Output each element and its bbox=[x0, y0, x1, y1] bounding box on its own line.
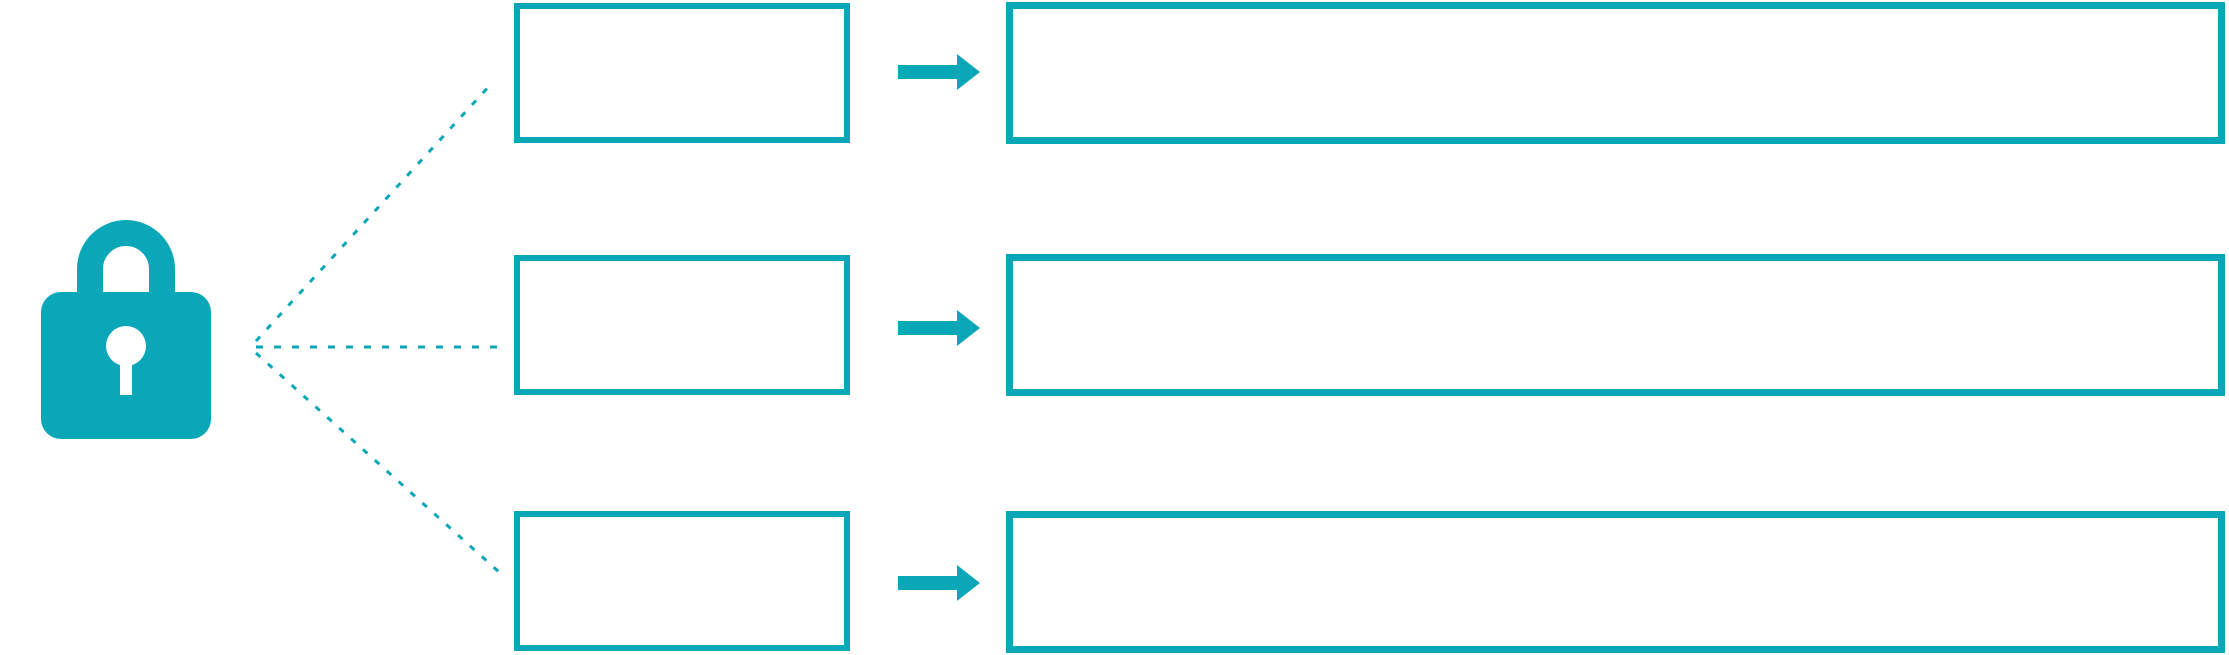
right-arrow-icon bbox=[898, 310, 980, 346]
arrow-head bbox=[957, 54, 980, 90]
right-arrow-icon bbox=[898, 565, 980, 601]
padlock-keyhole-stem bbox=[120, 357, 132, 395]
padlock-shackle bbox=[77, 220, 175, 319]
arrow-shaft bbox=[898, 65, 959, 79]
dotted-line-bottom bbox=[254, 351, 501, 574]
arrow-head bbox=[957, 310, 980, 346]
arrow-head bbox=[957, 565, 980, 601]
right-arrow-icon bbox=[898, 54, 980, 90]
arrow-shaft bbox=[898, 321, 959, 335]
category-box-3 bbox=[514, 511, 850, 651]
padlock-icon bbox=[41, 217, 211, 439]
dotted-line-top bbox=[254, 81, 494, 343]
padlock-keyhole bbox=[106, 326, 146, 366]
detail-box-2 bbox=[1006, 254, 2225, 396]
detail-box-3 bbox=[1006, 511, 2225, 653]
category-box-2 bbox=[514, 255, 850, 395]
arrow-shaft bbox=[898, 576, 959, 590]
detail-box-1 bbox=[1006, 2, 2225, 144]
category-box-1 bbox=[514, 3, 850, 143]
